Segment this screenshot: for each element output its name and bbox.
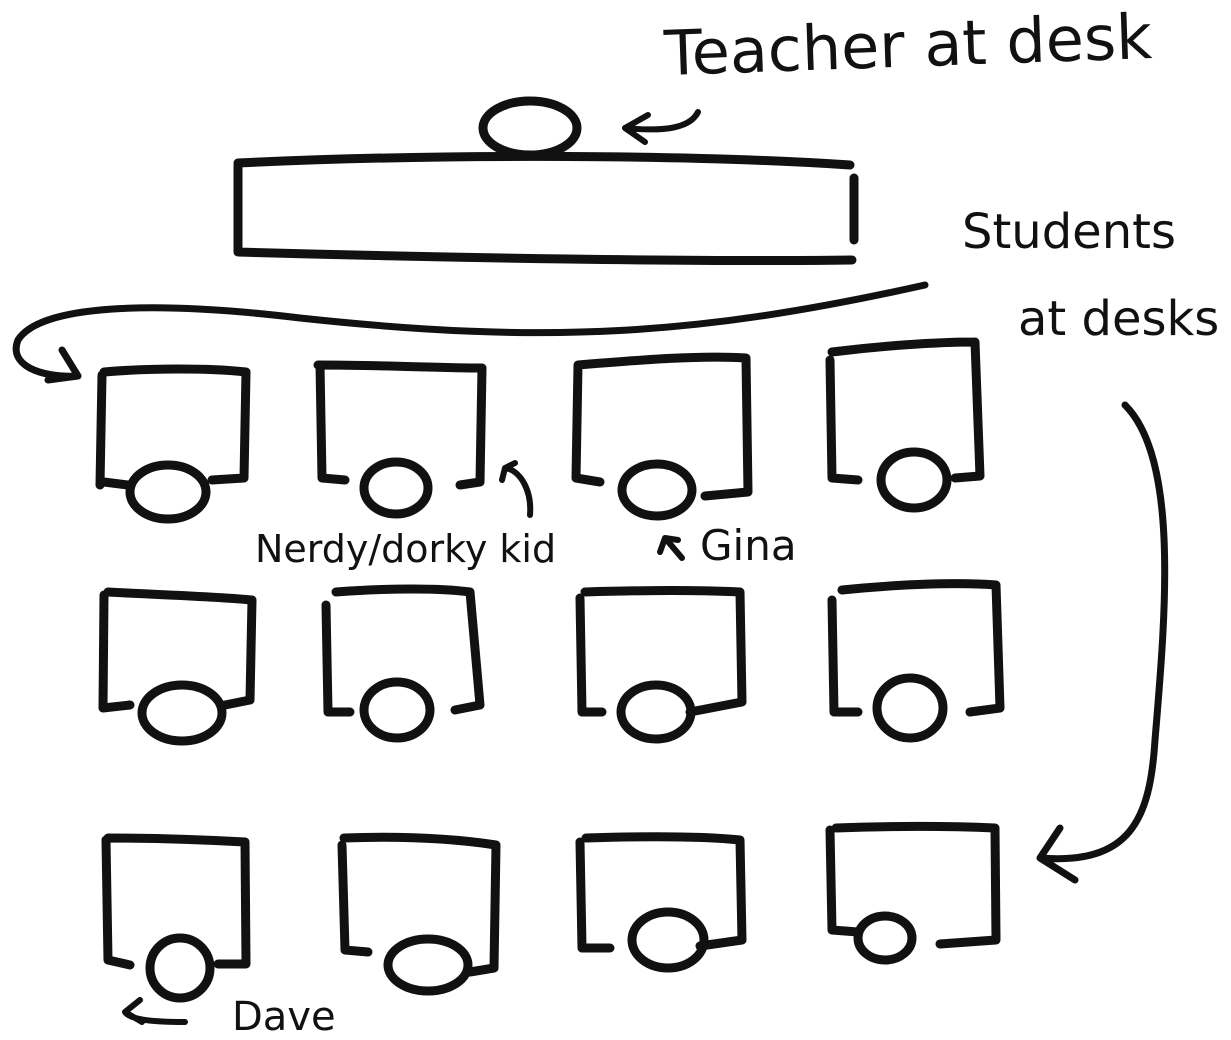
students-label-line2: at desks <box>1018 291 1219 347</box>
student-desk <box>575 586 747 717</box>
student-desk <box>337 832 501 977</box>
student-desk <box>571 352 753 501</box>
student-desk <box>101 833 251 970</box>
student-head <box>616 680 696 744</box>
teacher-arrow <box>622 109 701 145</box>
student-head <box>872 673 948 743</box>
dave-arrow <box>122 997 188 1025</box>
student-head <box>125 460 211 524</box>
teacher-label: Teacher at desk <box>662 0 1153 90</box>
student-desk <box>825 337 985 485</box>
students-arrow-left <box>12 281 929 384</box>
student-head <box>853 911 917 965</box>
nerdy-kid-label: Nerdy/dorky kid <box>255 527 556 571</box>
student-desk <box>321 584 485 717</box>
teacher-desk <box>233 151 859 266</box>
student-desk <box>95 364 251 490</box>
teacher-head <box>478 96 582 160</box>
nerdy-kid-arrow <box>499 460 534 518</box>
student-head <box>137 680 227 746</box>
student-head <box>145 933 215 1003</box>
student-desk <box>575 832 747 953</box>
dave-label: Dave <box>232 994 336 1040</box>
gina-arrow <box>657 535 685 561</box>
student-head <box>359 677 435 743</box>
student-head <box>359 457 433 519</box>
student-head <box>876 447 952 513</box>
gina-label: Gina <box>700 521 797 570</box>
students-arrow-right <box>1036 401 1169 884</box>
student-desk <box>825 822 1001 949</box>
student-desk <box>98 587 257 713</box>
student-desk <box>827 579 1005 717</box>
student-head <box>627 907 709 973</box>
student-head <box>617 459 697 521</box>
students-label-line1: Students <box>962 204 1176 260</box>
student-head <box>383 934 473 996</box>
student-desk <box>313 360 487 490</box>
